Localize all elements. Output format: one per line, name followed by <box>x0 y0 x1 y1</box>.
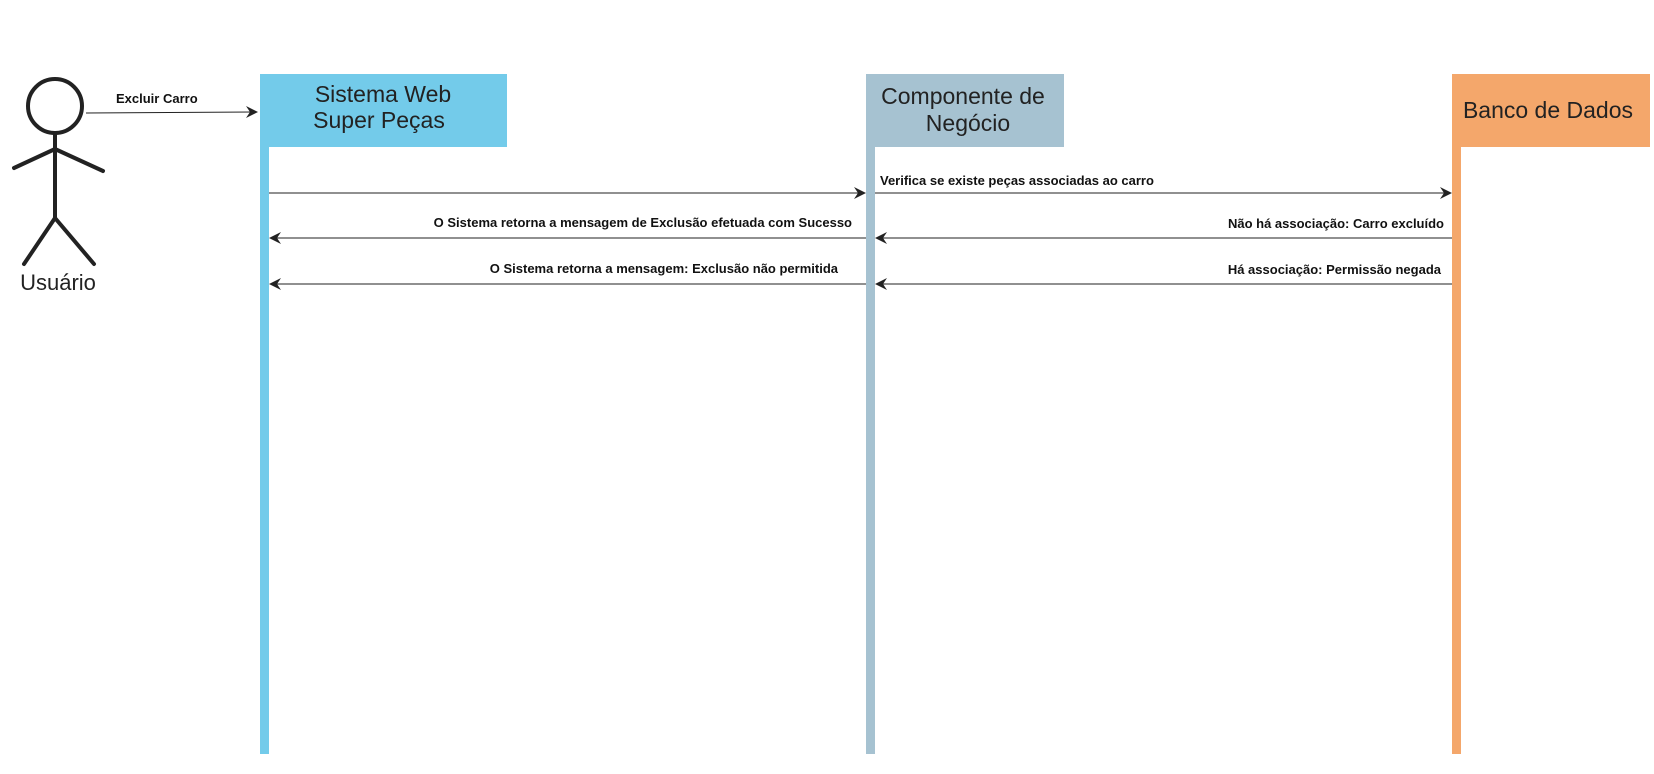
lifeline-sistema-web[interactable]: Sistema Web Super Peças <box>260 74 507 754</box>
message-line <box>85 111 254 114</box>
message-verifica-pecas[interactable]: Verifica se existe peças associadas ao c… <box>875 173 1452 199</box>
lifeline-bar <box>1452 147 1461 754</box>
lifeline-title-line-2: Negócio <box>926 110 1010 136</box>
message-retorno-nao-permitida[interactable]: O Sistema retorna a mensagem: Exclusão n… <box>269 261 866 290</box>
message-label: Não há associação: Carro excluído <box>1228 216 1444 231</box>
lifeline-header <box>260 74 507 147</box>
lifeline-header <box>866 74 1064 147</box>
actor-label: Usuário <box>20 270 96 295</box>
message-permissao-negada[interactable]: Há associação: Permissão negada <box>875 262 1452 290</box>
message-label: O Sistema retorna a mensagem: Exclusão n… <box>490 261 839 276</box>
lifeline-header <box>1452 74 1650 147</box>
lifeline-componente-negocio[interactable]: Componente de Negócio <box>866 74 1064 754</box>
message-excluir-carro[interactable]: Excluir Carro <box>85 91 258 118</box>
lifeline-title-line-2: Super Peças <box>313 107 445 133</box>
message-label: Há associação: Permissão negada <box>1228 262 1442 277</box>
lifeline-banco-de-dados[interactable]: Banco de Dados <box>1452 74 1650 754</box>
arrowhead-left-icon <box>269 232 281 244</box>
lifeline-bar <box>866 147 875 754</box>
arrowhead-right-icon <box>246 106 258 118</box>
arrowhead-right-icon <box>854 187 866 199</box>
arrowhead-left-icon <box>269 278 281 290</box>
arrowhead-left-icon <box>875 232 887 244</box>
message-label: Verifica se existe peças associadas ao c… <box>880 173 1154 188</box>
lifeline-title-line-1: Sistema Web <box>315 81 451 107</box>
lifeline-title-line-1: Banco de Dados <box>1463 97 1633 123</box>
message-label: O Sistema retorna a mensagem de Exclusão… <box>434 215 852 230</box>
message-label: Excluir Carro <box>116 91 198 106</box>
message-carro-excluido[interactable]: Não há associação: Carro excluído <box>875 216 1452 244</box>
lifeline-title-line-1: Componente de <box>881 83 1045 109</box>
arrowhead-left-icon <box>875 278 887 290</box>
message-web-to-negocio[interactable] <box>269 187 866 199</box>
actor-usuario[interactable]: Usuário <box>12 77 105 295</box>
lifeline-bar <box>260 147 269 754</box>
arrowhead-right-icon <box>1440 187 1452 199</box>
message-retorno-sucesso[interactable]: O Sistema retorna a mensagem de Exclusão… <box>269 215 866 244</box>
actor-stick-figure-icon <box>12 77 105 266</box>
